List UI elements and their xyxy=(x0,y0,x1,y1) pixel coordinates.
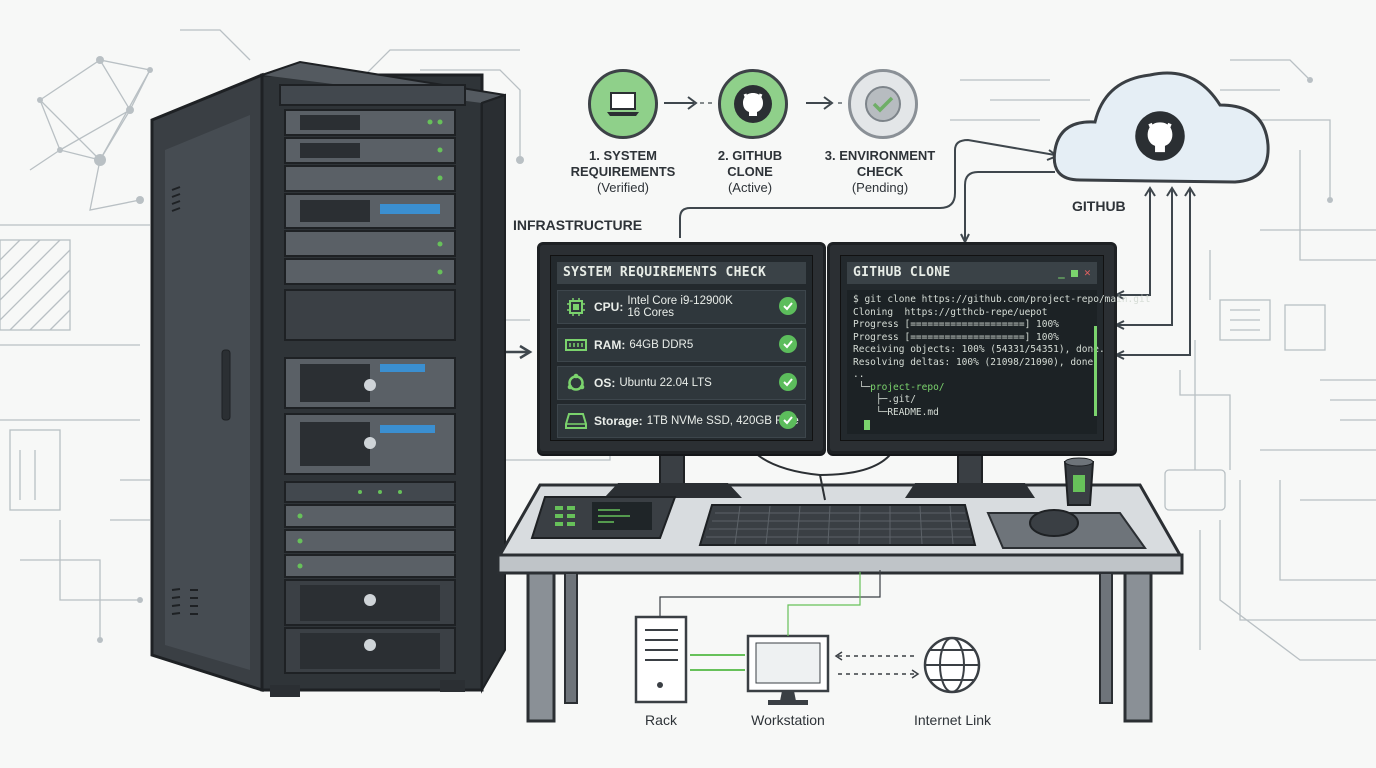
terminal-line-6: Resolving deltas: 100% (21098/21090), do… xyxy=(853,356,1099,368)
step-3-title-line2: CHECK xyxy=(856,164,904,179)
step-3-label: 3. ENVIRONMENT CHECK (Pending) xyxy=(805,148,955,196)
cpu-value-line1: Intel Core i9-12900K xyxy=(627,295,733,307)
workstation-label: Workstation xyxy=(751,712,825,728)
step-1-title-line1: 1. SYSTEM xyxy=(589,148,657,163)
req-row-ram: RAM: 64GB DDR5 xyxy=(557,328,806,362)
step-2-title-line1: 2. GITHUB xyxy=(717,148,783,163)
system-requirements-screen: SYSTEM REQUIREMENTS CHECK CPU: Intel Cor… xyxy=(550,255,813,441)
step-2-status: (Active) xyxy=(727,180,773,195)
check-icon xyxy=(779,373,797,391)
system-requirements-monitor: SYSTEM REQUIREMENTS CHECK CPU: Intel Cor… xyxy=(537,242,826,454)
github-clone-monitor: GITHUB CLONE _ ✕ $ git clone https://gith… xyxy=(827,242,1150,454)
terminal-line-5: Receiving objects: 100% (54331/54351), d… xyxy=(853,344,1105,355)
step-system-requirements-icon xyxy=(588,69,658,139)
terminal-cursor xyxy=(864,419,871,430)
terminal-line-4: Progress [====================] 100% xyxy=(853,331,1059,343)
os-key: OS: xyxy=(594,376,616,390)
check-icon xyxy=(779,297,797,315)
step-github-clone-icon xyxy=(718,69,788,139)
sysreq-title: SYSTEM REQUIREMENTS CHECK xyxy=(557,262,806,284)
step-3-title-line1: 3. ENVIRONMENT xyxy=(824,148,936,163)
desk xyxy=(496,444,1184,723)
os-value: Ubuntu 22.04 LTS xyxy=(619,377,712,389)
terminal-scrollbar[interactable] xyxy=(1094,326,1097,416)
cpu-key: CPU: xyxy=(594,300,624,314)
terminal-title-text: GITHUB CLONE xyxy=(853,265,951,280)
cpu-value: Intel Core i9-12900K 16 Cores xyxy=(627,295,732,319)
storage-key: Storage: xyxy=(594,414,643,428)
maximize-icon[interactable] xyxy=(1071,269,1079,277)
tree-root: project-repo/ xyxy=(870,381,945,393)
github-clone-screen: GITHUB CLONE _ ✕ $ git clone https://gith… xyxy=(840,255,1150,441)
ubuntu-icon xyxy=(566,373,586,393)
ram-key: RAM: xyxy=(594,338,626,352)
github-label: GITHUB xyxy=(1072,198,1126,214)
close-icon[interactable]: ✕ xyxy=(1084,266,1091,279)
terminal-line-2: Cloning https://gtthcb-repe/uepot xyxy=(853,306,1048,318)
storage-value: 1TB NVMe SSD, 420GB Free xyxy=(646,415,799,427)
ram-value: 64GB DDR5 xyxy=(629,339,694,351)
minimize-icon[interactable]: _ xyxy=(1058,266,1066,279)
terminal-line-3: Progress [====================] 100% xyxy=(853,319,1059,330)
step-3-status: (Pending) xyxy=(851,180,909,195)
check-icon xyxy=(779,411,797,429)
internet-link-label: Internet Link xyxy=(913,712,992,728)
req-row-cpu: CPU: Intel Core i9-12900K 16 Cores xyxy=(557,290,806,324)
step-2-label: 2. GITHUB CLONE (Active) xyxy=(680,148,820,196)
req-row-storage: Storage: 1TB NVMe SSD, 420GB Free xyxy=(557,404,806,438)
tree-git: .git/ xyxy=(887,394,916,405)
step-environment-check-icon xyxy=(848,69,918,139)
infrastructure-label: INFRASTRUCTURE xyxy=(513,217,643,233)
rack-label: Rack xyxy=(645,712,677,728)
terminal-output: $ git clone https://github.com/project-r… xyxy=(847,290,1150,434)
terminal-line-1: $ git clone https://github.com/project-r… xyxy=(853,294,1151,305)
server-rack xyxy=(150,60,506,697)
terminal-title: GITHUB CLONE _ ✕ xyxy=(847,262,1097,284)
step-1-title-line2: REQUIREMENTS xyxy=(570,164,676,179)
tree-readme: README.md xyxy=(887,406,939,418)
step-1-label: 1. SYSTEM REQUIREMENTS (Verified) xyxy=(548,148,698,196)
bottom-mini-diagram xyxy=(634,570,981,705)
ram-icon xyxy=(565,335,587,355)
step-1-status: (Verified) xyxy=(596,180,650,195)
step-2-title-line2: CLONE xyxy=(727,164,773,179)
github-logo-icon xyxy=(1134,110,1186,167)
cpu-value-line2: 16 Cores xyxy=(627,307,675,319)
check-icon xyxy=(779,335,797,353)
drive-icon xyxy=(565,411,587,431)
cpu-icon xyxy=(566,297,586,317)
req-row-os: OS: Ubuntu 22.04 LTS xyxy=(557,366,806,400)
